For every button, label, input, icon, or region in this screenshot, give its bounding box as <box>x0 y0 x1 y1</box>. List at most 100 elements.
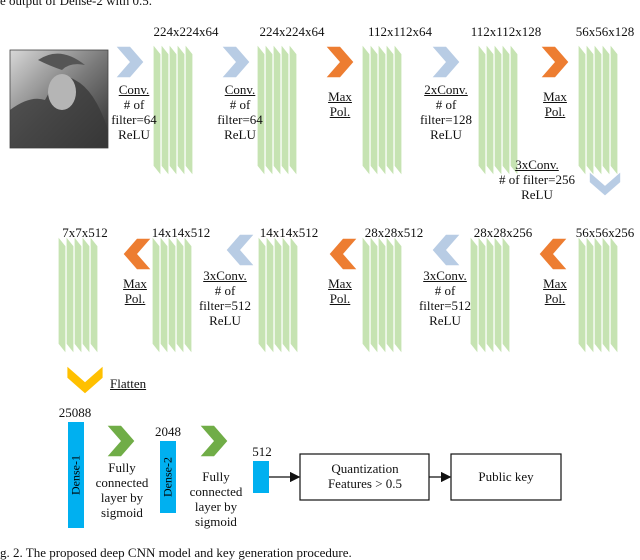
feature-map-slice <box>501 234 511 356</box>
op-label: ReLU <box>209 313 241 328</box>
feature-map-slice <box>377 42 387 178</box>
feature-map-slice <box>369 42 379 178</box>
feature-map-slice <box>175 234 185 356</box>
feature-map-slice <box>257 234 267 356</box>
feature-map-slice <box>369 234 379 356</box>
fc-arrow-icon <box>200 425 228 457</box>
feature-map-slice <box>272 42 282 178</box>
op-label: Pol. <box>124 291 146 306</box>
feature-map-slice <box>585 42 595 178</box>
feature-map-slice <box>256 42 266 178</box>
feature-map-slice <box>385 42 395 178</box>
layer-stack <box>361 234 403 356</box>
layer-stack <box>152 42 194 178</box>
op-label: filter=64 <box>111 112 157 127</box>
layer-stack <box>577 42 619 178</box>
output-size: 512 <box>252 444 272 459</box>
layer-stack <box>257 234 299 356</box>
feature-map-slice <box>160 42 170 178</box>
conv-arrow-icon <box>116 46 144 78</box>
pool-arrow-icon <box>123 238 151 270</box>
feature-map-slice <box>151 234 161 356</box>
feature-map-slice <box>577 234 587 356</box>
feature-map-slice <box>477 42 487 178</box>
feature-map-layers <box>57 42 619 356</box>
feature-map-slice <box>289 234 299 356</box>
op-label: Max <box>543 276 567 291</box>
layer-stack <box>256 42 298 178</box>
layer-stack <box>151 234 193 356</box>
feature-map-slice <box>593 234 603 356</box>
feature-map-slice <box>609 234 619 356</box>
op-label: 3xConv. <box>515 157 559 172</box>
feature-map-slice <box>477 234 487 356</box>
feature-map-slice <box>577 42 587 178</box>
dim-label: 28x28x512 <box>364 225 424 240</box>
operation-arrows <box>67 46 621 457</box>
dim-label: 28x28x256 <box>473 225 533 240</box>
op-label: Pol. <box>544 104 566 119</box>
quantization-label: Features > 0.5 <box>327 476 403 491</box>
flatten-arrow-icon <box>67 366 103 394</box>
feature-map-slice <box>385 234 395 356</box>
output-bar <box>253 461 269 493</box>
fc-label: layer by <box>100 490 144 505</box>
op-label: Max <box>328 276 352 291</box>
header-fragment: e output of Dense-2 with 0.5. <box>0 0 153 8</box>
dim-label: 14x14x512 <box>151 225 211 240</box>
op-label: # of filter=256 <box>499 172 575 187</box>
feature-map-slice <box>81 234 91 356</box>
op-label: Max <box>543 89 567 104</box>
feature-map-slice <box>265 234 275 356</box>
op-label: ReLU <box>430 127 462 142</box>
public-key-label: Public key <box>478 469 534 484</box>
op-label: filter=64 <box>217 112 263 127</box>
op-label: # of <box>435 97 457 112</box>
conv-arrow-icon <box>226 234 254 266</box>
op-label: Conv. <box>118 82 150 97</box>
feature-map-slice <box>152 42 162 178</box>
op-label: Max <box>123 276 147 291</box>
feature-map-slice <box>281 234 291 356</box>
layer-stack <box>469 234 511 356</box>
feature-map-slice <box>183 234 193 356</box>
feature-map-slice <box>593 42 603 178</box>
fc-label: Fully <box>202 469 230 484</box>
dense-1-label: Dense-1 <box>68 455 83 495</box>
op-label: filter=512 <box>198 298 252 313</box>
feature-map-slice <box>273 234 283 356</box>
dense-1-bar <box>68 422 84 528</box>
feature-map-slice <box>361 234 371 356</box>
dense-2-label: Dense-2 <box>160 457 175 497</box>
feature-map-slice <box>184 42 194 178</box>
flatten-label: Flatten <box>110 376 147 391</box>
op-label: Max <box>328 89 352 104</box>
dense-2-size: 2048 <box>155 424 181 439</box>
layer-stack <box>57 234 99 356</box>
op-label: ReLU <box>118 127 150 142</box>
op-label: # of <box>214 283 236 298</box>
conv-arrow-icon <box>432 46 460 78</box>
quantization-label: Quantization <box>331 461 399 476</box>
dim-label: 224x224x64 <box>259 24 325 39</box>
feature-map-slice <box>393 234 403 356</box>
feature-map-slice <box>89 234 99 356</box>
pool-arrow-icon <box>539 238 567 270</box>
dim-label: 7x7x512 <box>62 225 108 240</box>
feature-map-slice <box>57 234 67 356</box>
feature-map-slice <box>585 234 595 356</box>
op-label: 3xConv. <box>423 268 467 283</box>
dim-label: 112x112x64 <box>367 24 433 39</box>
quantization-box <box>299 453 430 501</box>
fc-label: connected <box>95 475 149 490</box>
op-label: # of <box>434 283 456 298</box>
public-key-box <box>450 453 562 501</box>
feature-map-slice <box>469 234 479 356</box>
feature-map-slice <box>73 234 83 356</box>
op-label: Pol. <box>544 291 566 306</box>
feature-map-slice <box>159 234 169 356</box>
feature-map-slice <box>168 42 178 178</box>
feature-map-slice <box>377 234 387 356</box>
conv-arrow-icon <box>222 46 250 78</box>
feature-map-slice <box>264 42 274 178</box>
